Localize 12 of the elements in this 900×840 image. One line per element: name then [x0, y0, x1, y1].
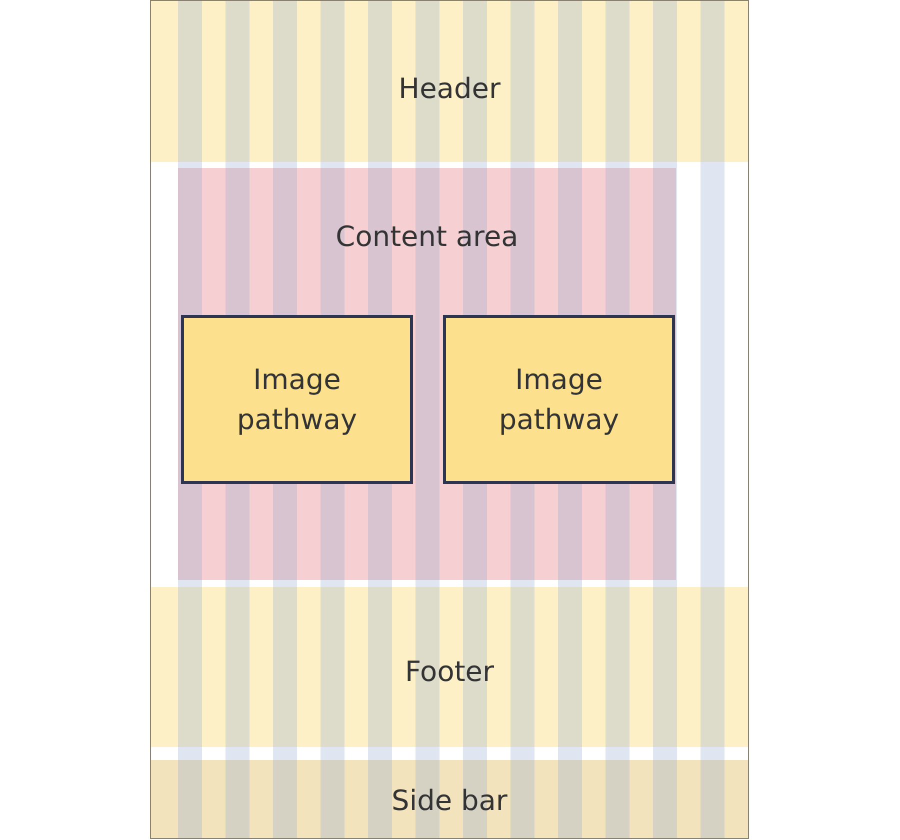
node-label: Header — [398, 72, 502, 105]
node-label: Content area — [334, 220, 520, 253]
image-placeholder-box — [443, 315, 675, 484]
content-area-panel — [178, 168, 676, 580]
sidebar-band — [151, 760, 748, 838]
node-label: Image pathway — [236, 362, 358, 438]
footer-band — [151, 587, 748, 747]
node-label: Footer — [404, 655, 496, 688]
header-band — [151, 0, 748, 162]
node-label: Side bar — [390, 784, 508, 817]
node-label: Image pathway — [498, 362, 620, 438]
image-placeholder-box — [181, 315, 413, 484]
